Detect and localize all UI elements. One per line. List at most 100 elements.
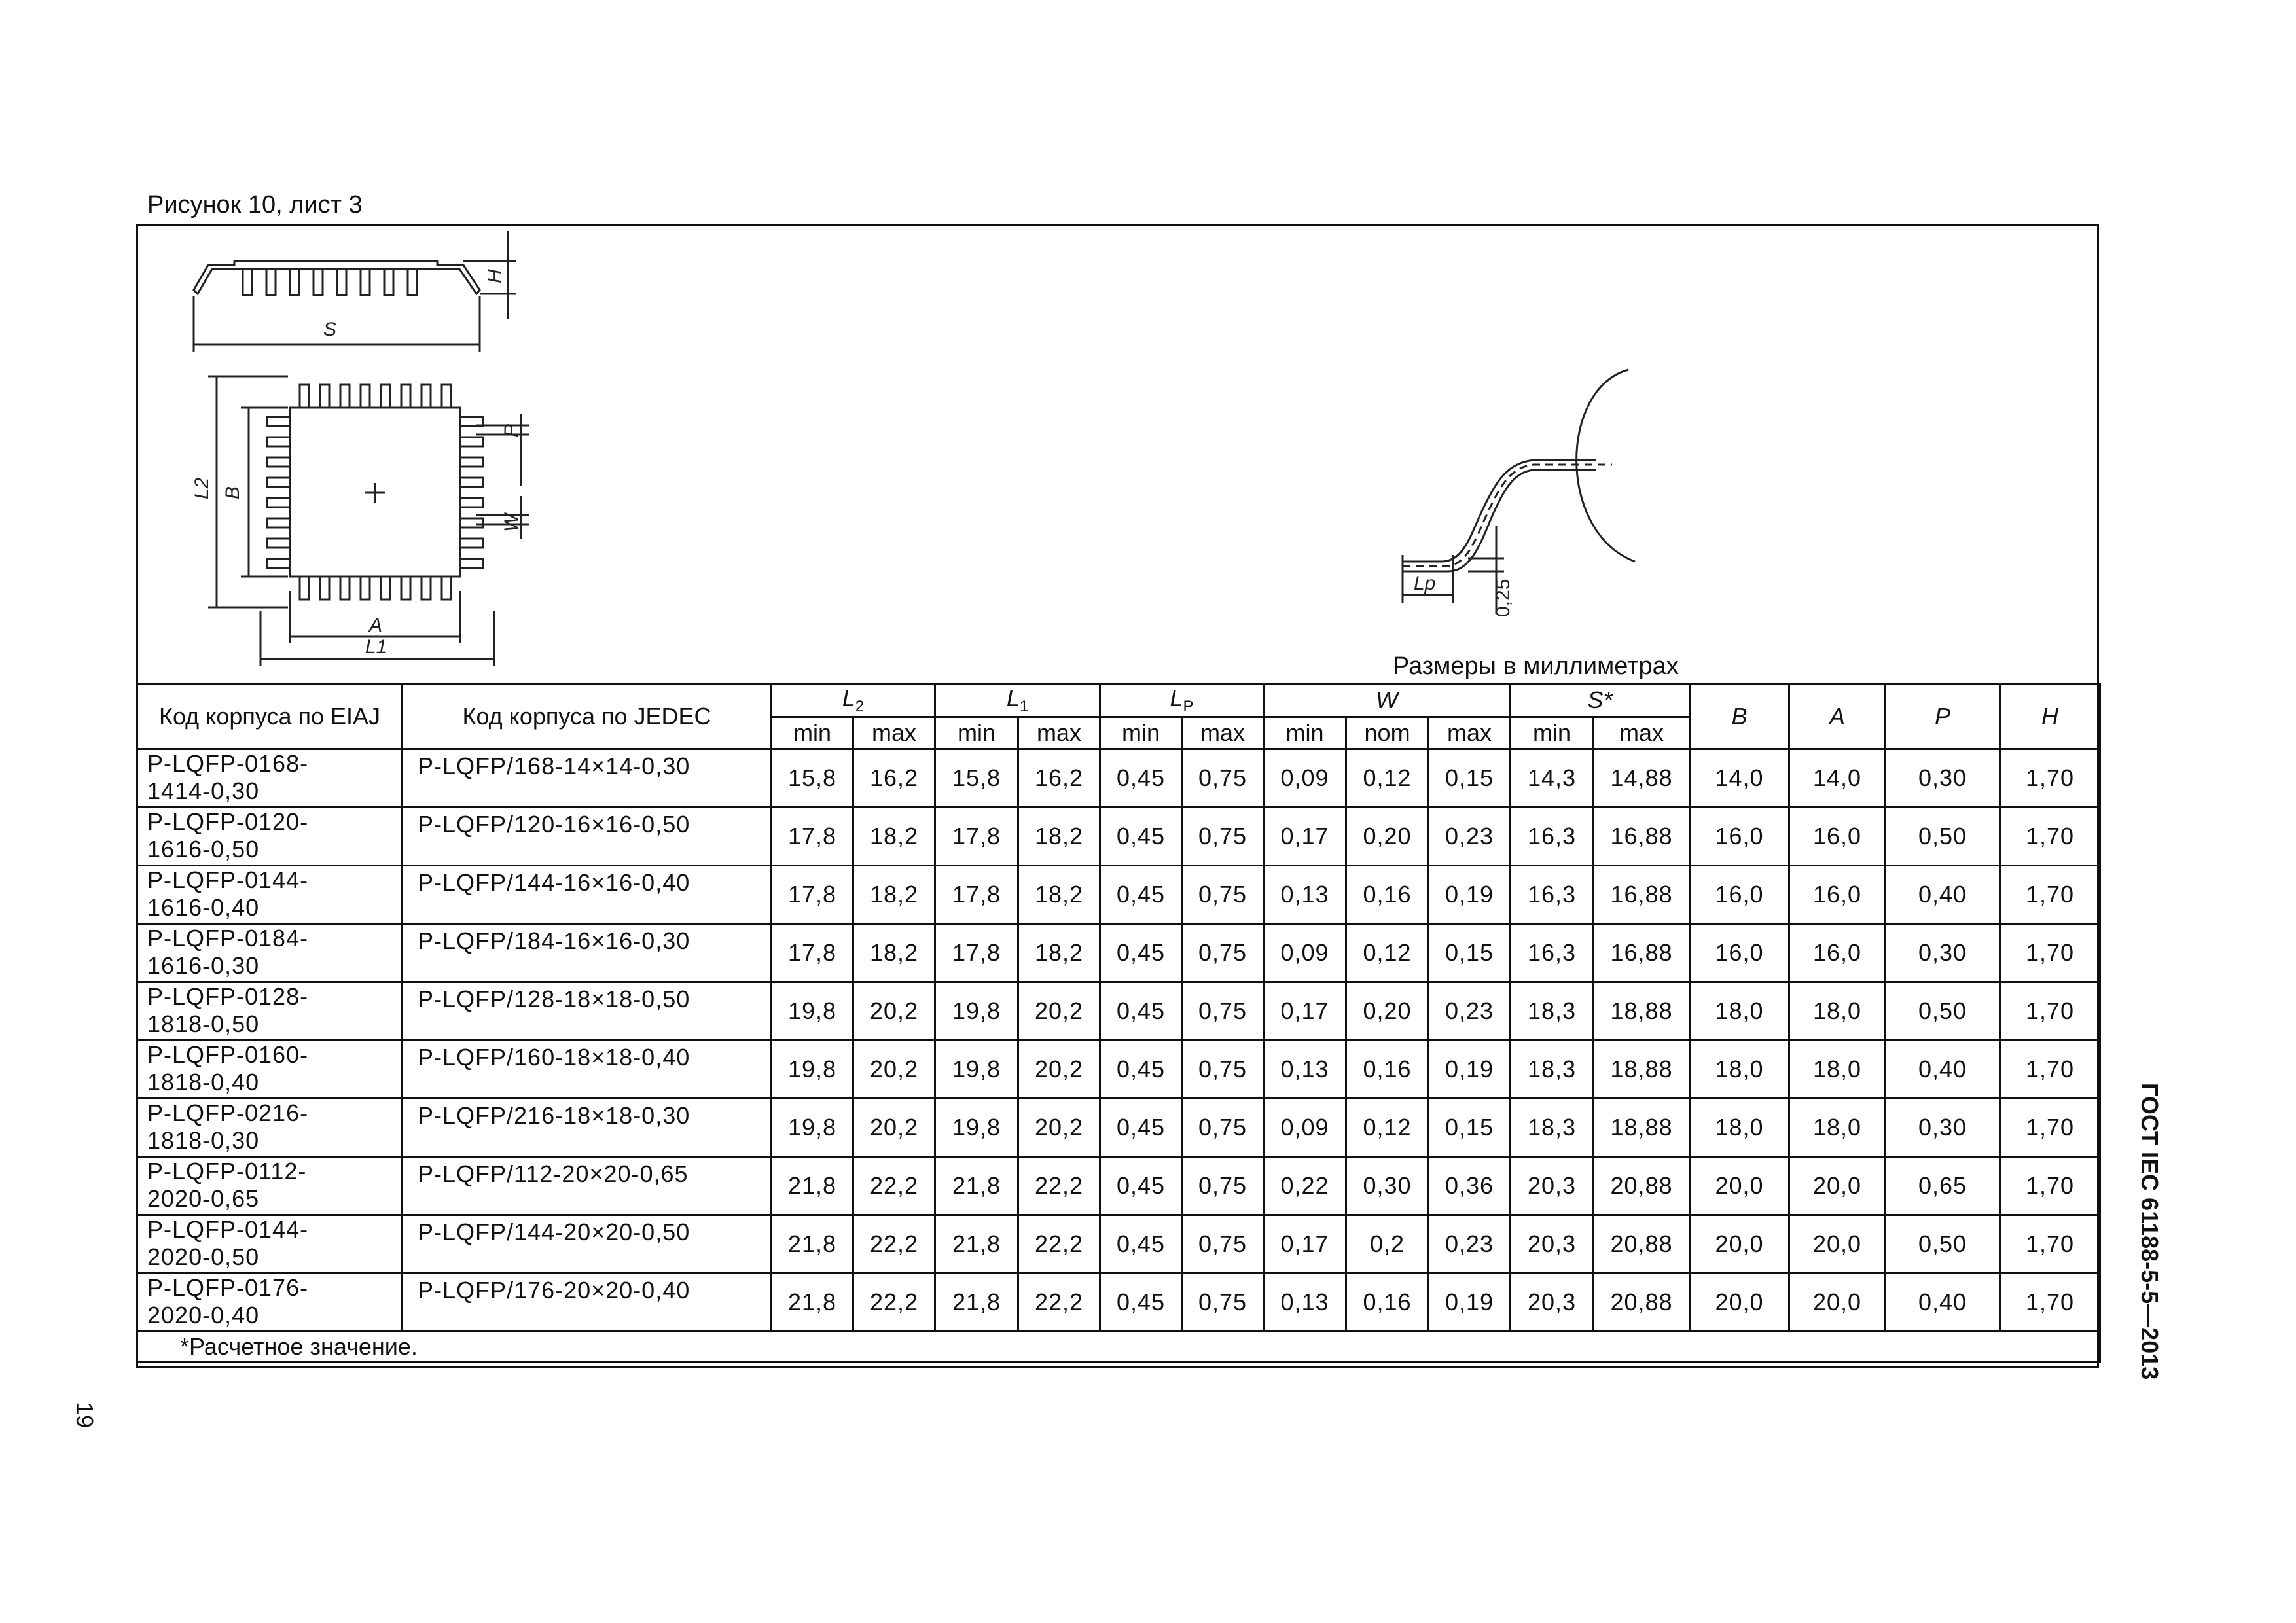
lead — [298, 575, 310, 601]
lead — [298, 383, 310, 409]
lead — [339, 383, 351, 409]
cell-l1max: 18,2 — [1017, 923, 1102, 984]
cell-l2max: 20,2 — [852, 981, 937, 1042]
cell-lpmin: 0,45 — [1099, 1097, 1183, 1158]
cell-b: 16,0 — [1689, 865, 1791, 925]
cell-l2min: 21,8 — [770, 1272, 854, 1333]
eiaj-line-2: 2020-0,50 — [147, 1243, 260, 1271]
col-W: W — [1263, 682, 1512, 719]
cell-smin: 18,3 — [1509, 1039, 1595, 1100]
cell-h: 1,70 — [1999, 1039, 2102, 1100]
eiaj-line-1: P-LQFP-0128- — [147, 983, 309, 1010]
lead — [400, 383, 412, 409]
cell-a: 18,0 — [1788, 981, 1887, 1042]
sub-min: min — [934, 716, 1020, 751]
cell-lpmax: 0,75 — [1181, 806, 1265, 867]
label-P: P — [501, 424, 522, 437]
header-row-1: Код корпуса по EIAJ Код корпуса по JEDEC… — [136, 682, 2102, 751]
cell-wmin: 0,09 — [1263, 748, 1348, 809]
cell-h: 1,70 — [1999, 1097, 2102, 1158]
cell-wmax: 0,19 — [1427, 865, 1512, 925]
cell-a: 14,0 — [1788, 748, 1887, 809]
cell-wmax: 0,15 — [1427, 748, 1512, 809]
document-title: ГОСТ IEC 61188-5-5—2013 — [2136, 1083, 2163, 1380]
cell-p: 0,30 — [1884, 1097, 2001, 1158]
cell-wnom: 0,20 — [1345, 981, 1430, 1042]
cell-h: 1,70 — [1999, 1272, 2102, 1333]
cell-b: 18,0 — [1689, 1097, 1791, 1158]
cell-lpmax: 0,75 — [1181, 923, 1265, 984]
cell-smin: 14,3 — [1509, 748, 1595, 809]
cell-a: 16,0 — [1788, 923, 1887, 984]
col-P: P — [1884, 682, 2001, 751]
cell-eiaj: P-LQFP-0112-2020-0,65 — [136, 1156, 403, 1217]
col-H: H — [1999, 682, 2102, 751]
lead — [266, 517, 291, 529]
cell-wnom: 0,12 — [1345, 1097, 1430, 1158]
cell-lpmin: 0,45 — [1099, 923, 1183, 984]
lead — [459, 517, 484, 529]
label-L2: L2 — [191, 477, 213, 499]
label-L1: L1 — [365, 636, 387, 658]
cell-a: 18,0 — [1788, 1097, 1887, 1158]
sub-min: min — [770, 716, 854, 751]
cell-wmax: 0,23 — [1427, 806, 1512, 867]
cell-wnom: 0,30 — [1345, 1156, 1430, 1217]
lead — [359, 575, 371, 601]
cell-l2min: 19,8 — [770, 981, 854, 1042]
cell-h: 1,70 — [1999, 923, 2102, 984]
cell-smin: 16,3 — [1509, 865, 1595, 925]
cell-eiaj: P-LQFP-0184-1616-0,30 — [136, 923, 403, 984]
lead — [359, 383, 371, 409]
cell-jedec: P-LQFP/120-16×16-0,50 — [401, 806, 772, 867]
sub-min: min — [1099, 716, 1183, 751]
col-B: B — [1689, 682, 1791, 751]
eiaj-line-2: 1818-0,50 — [147, 1010, 260, 1038]
cell-b: 14,0 — [1689, 748, 1791, 809]
cell-lpmin: 0,45 — [1099, 1214, 1183, 1275]
cell-wnom: 0,12 — [1345, 748, 1430, 809]
cell-b: 20,0 — [1689, 1272, 1791, 1333]
cell-l1min: 19,8 — [934, 1097, 1020, 1158]
lead — [266, 416, 291, 427]
cell-eiaj: P-LQFP-0160-1818-0,40 — [136, 1039, 403, 1100]
cell-lpmax: 0,75 — [1181, 748, 1265, 809]
col-S: S* — [1509, 682, 1691, 719]
cell-wmax: 0,15 — [1427, 923, 1512, 984]
cell-jedec: P-LQFP/144-20×20-0,50 — [401, 1214, 772, 1275]
cell-smin: 18,3 — [1509, 981, 1595, 1042]
cell-wnom: 0,16 — [1345, 1039, 1430, 1100]
cell-l2max: 22,2 — [852, 1214, 937, 1275]
cell-b: 18,0 — [1689, 1039, 1791, 1100]
cell-lpmin: 0,45 — [1099, 1039, 1183, 1100]
cell-p: 0,30 — [1884, 748, 2001, 809]
cell-a: 20,0 — [1788, 1214, 1887, 1275]
cell-l1min: 21,8 — [934, 1272, 1020, 1333]
label-S: S — [323, 319, 336, 340]
cell-l2min: 21,8 — [770, 1214, 854, 1275]
lead — [459, 456, 484, 468]
cell-wnom: 0,16 — [1345, 865, 1430, 925]
package-body — [289, 406, 461, 578]
sub-max: max — [1181, 716, 1265, 751]
eiaj-line-1: P-LQFP-0112- — [147, 1158, 307, 1185]
cell-smax: 14,88 — [1592, 748, 1691, 809]
lead — [266, 476, 291, 488]
cell-h: 1,70 — [1999, 981, 2102, 1042]
cell-p: 0,40 — [1884, 1039, 2001, 1100]
label-B: B — [222, 486, 243, 499]
page-number: 19 — [71, 1402, 98, 1429]
cell-l1min: 17,8 — [934, 923, 1020, 984]
cell-wmax: 0,19 — [1427, 1272, 1512, 1333]
label-A: A — [368, 615, 382, 636]
cell-smax: 20,88 — [1592, 1272, 1691, 1333]
cell-wmin: 0,09 — [1263, 923, 1348, 984]
cell-jedec: P-LQFP/168-14×14-0,30 — [401, 748, 772, 809]
lead — [420, 575, 432, 601]
label-gauge: 0,25 — [1492, 579, 1514, 617]
cell-jedec: P-LQFP/160-18×18-0,40 — [401, 1039, 772, 1100]
cell-eiaj: P-LQFP-0128-1818-0,50 — [136, 981, 403, 1042]
cell-l2max: 22,2 — [852, 1272, 937, 1333]
